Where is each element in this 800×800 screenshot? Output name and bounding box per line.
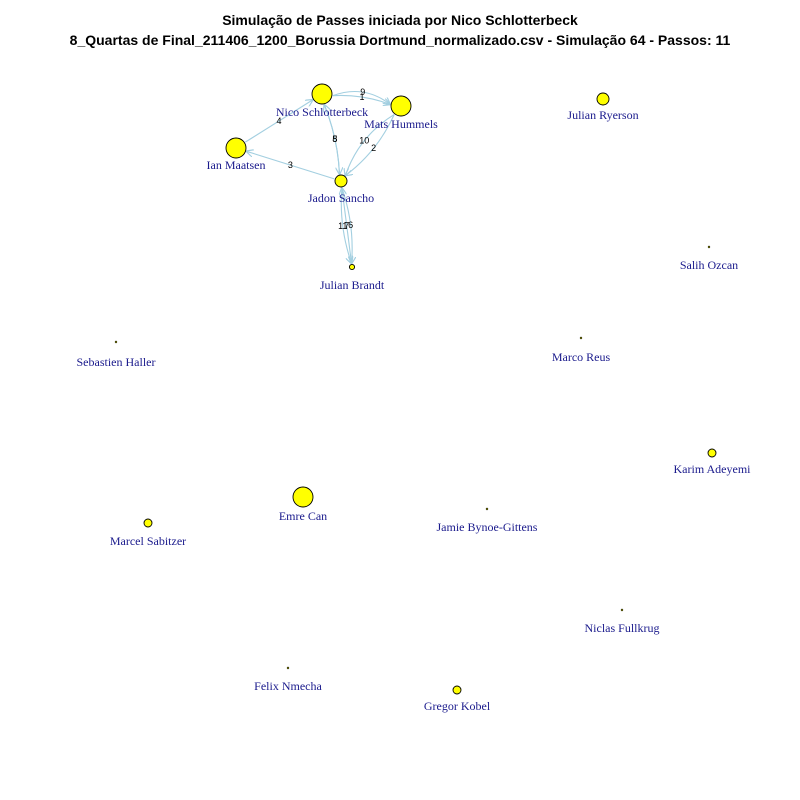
player-label-marcel-sabitzer: Marcel Sabitzer	[110, 534, 186, 548]
pass-step-label-5: 5	[332, 134, 337, 144]
player-node-felix-nmecha	[286, 666, 290, 670]
player-label-emre-can: Emre Can	[279, 509, 327, 523]
player-label-julian-brandt: Julian Brandt	[320, 278, 385, 292]
player-node-marcel-sabitzer	[143, 518, 153, 528]
pass-step-label-1: 1	[359, 92, 364, 102]
player-label-marco-reus: Marco Reus	[552, 350, 611, 364]
pass-edge-9	[332, 90, 390, 104]
pass-edge-10	[345, 114, 395, 176]
player-label-felix-nmecha: Felix Nmecha	[254, 679, 322, 693]
player-label-salih-ozcan: Salih Ozcan	[680, 258, 738, 272]
player-node-mats-hummels	[390, 95, 412, 117]
chart-subtitle: 8_Quartas de Final_211406_1200_Borussia …	[69, 32, 731, 48]
pass-step-label-11: 11	[338, 221, 347, 231]
player-node-emre-can	[292, 486, 314, 508]
pass-edge-8	[324, 105, 341, 175]
player-node-niclas-fullkrug	[620, 608, 624, 612]
player-node-gregor-kobel	[452, 685, 462, 695]
player-label-niclas-fullkrug: Niclas Fullkrug	[585, 621, 660, 635]
pass-edge-4	[245, 100, 312, 143]
player-node-julian-brandt	[348, 263, 356, 271]
player-node-sebastien-haller	[114, 340, 118, 344]
player-label-gregor-kobel: Gregor Kobel	[424, 699, 491, 713]
player-label-nico-schlotterbeck: Nico Schlotterbeck	[276, 105, 368, 119]
player-node-nico-schlotterbeck	[311, 83, 333, 105]
player-label-julian-ryerson: Julian Ryerson	[567, 108, 638, 122]
pass-step-label-6: 6	[348, 220, 353, 230]
pass-step-label-4: 4	[276, 116, 281, 126]
player-node-julian-ryerson	[596, 92, 610, 106]
player-label-karim-adeyemi: Karim Adeyemi	[674, 462, 752, 476]
pass-step-label-3: 3	[288, 160, 293, 170]
pass-step-label-7: 7	[344, 221, 349, 231]
chart-title: Simulação de Passes iniciada por Nico Sc…	[222, 12, 578, 28]
pass-edge-11	[340, 187, 351, 263]
player-label-ian-maatsen: Ian Maatsen	[207, 158, 266, 172]
player-label-mats-hummels: Mats Hummels	[364, 117, 438, 131]
pass-edge-3	[246, 151, 335, 180]
player-node-salih-ozcan	[707, 245, 711, 249]
player-node-ian-maatsen	[225, 137, 247, 159]
player-label-jadon-sancho: Jadon Sancho	[308, 191, 374, 205]
pass-step-label-9: 9	[360, 87, 365, 97]
player-node-jamie-bynoe-gittens	[485, 507, 489, 511]
player-label-sebastien-haller: Sebastien Haller	[77, 355, 156, 369]
pass-step-label-10: 10	[359, 136, 369, 146]
player-label-jamie-bynoe-gittens: Jamie Bynoe-Gittens	[437, 520, 538, 534]
pass-step-label-2: 2	[371, 143, 376, 153]
pass-step-label-8: 8	[332, 134, 337, 144]
player-node-karim-adeyemi	[707, 448, 717, 458]
player-node-jadon-sancho	[334, 174, 348, 188]
player-node-marco-reus	[579, 336, 583, 340]
